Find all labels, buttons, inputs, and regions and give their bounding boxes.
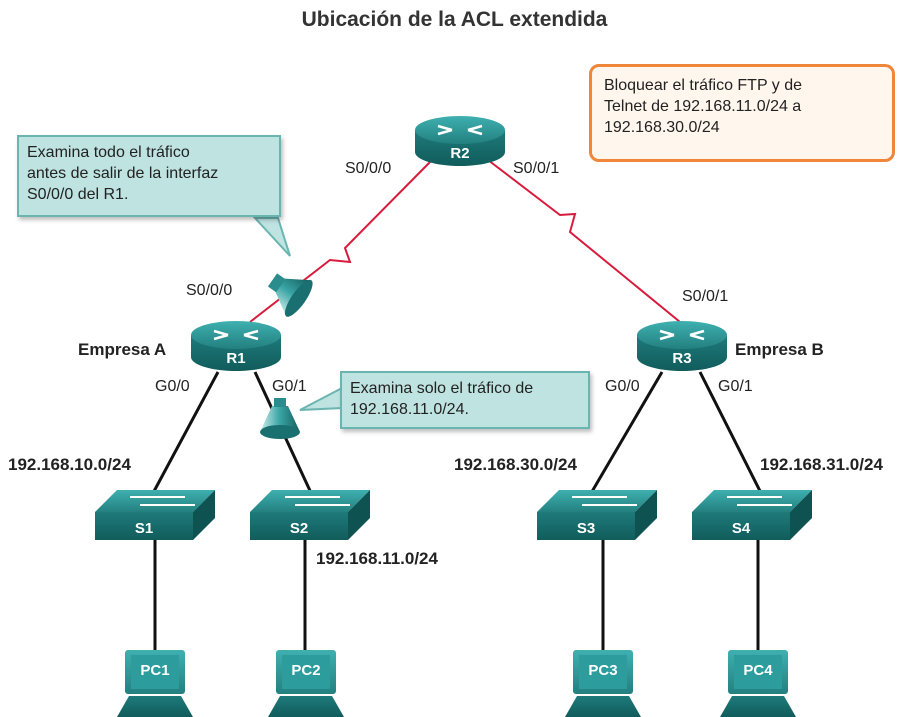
switch-label-s1: S1 [134,520,154,537]
note-line: Bloquear el tráfico FTP y de [604,77,803,94]
callout-g01: Examina solo el tráfico de 192.168.11.0/… [340,371,590,429]
callout-line: S0/0/0 del R1. [27,186,129,203]
page-title: Ubicación de la ACL extendida [301,8,608,31]
switch-icon [95,490,215,540]
interface-label-r3-s001: S0/0/1 [682,288,729,305]
pc-label-pc4: PC4 [743,662,773,679]
callout-pointer [252,217,291,257]
note-block-policy: Bloquear el tráfico FTP y de Telnet de 1… [589,64,895,162]
switch-icon [537,490,657,540]
switch-label-s2: S2 [289,520,309,537]
acl-filter-icon [260,398,300,439]
switch-label-s3: S3 [576,520,596,537]
network-label-10: 192.168.10.0/24 [8,455,131,474]
interface-label-r3-g00: G0/0 [605,378,640,395]
network-label-30: 192.168.30.0/24 [454,455,577,474]
acl-filter-icon [267,273,313,317]
site-label-empresa-a: Empresa A [78,340,167,359]
interface-label-r1-s000: S0/0/0 [186,282,233,299]
router-label-r2: R2 [450,145,470,162]
router-label-r3: R3 [672,350,692,367]
router-icon [191,321,281,371]
callout-line: Examina todo el tráfico [27,144,190,161]
interface-label-r3-g01: G0/1 [718,378,753,395]
pc-label-pc2: PC2 [291,662,321,679]
network-label-31: 192.168.31.0/24 [760,455,883,474]
pc-label-pc3: PC3 [588,662,618,679]
pc-icon [117,650,193,717]
callout-line: 192.168.11.0/24. [350,401,469,418]
link-r3-s4 [698,371,764,496]
router-icon [415,116,505,166]
callout-r1-outbound: Examina todo el tráfico antes de salir d… [17,135,281,217]
interface-label-r2-s001: S0/0/1 [513,160,560,177]
pc-label-pc1: PC1 [140,662,170,679]
link-r3-s3 [588,371,664,496]
callout-line: Examina solo el tráfico de [350,380,534,397]
router-icon [637,321,727,371]
interface-label-r1-g01: G0/1 [272,378,307,395]
note-line: Telnet de 192.168.11.0/24 a [604,98,802,115]
pc-icon [720,650,796,717]
pc-icon [565,650,641,717]
interface-label-r2-s000: S0/0/0 [345,160,392,177]
network-label-11: 192.168.11.0/24 [316,549,438,568]
switch-label-s4: S4 [731,520,751,537]
site-label-empresa-b: Empresa B [735,340,824,359]
link-r1-s1 [150,371,220,496]
note-line: 192.168.30.0/24 [604,119,720,136]
interface-label-r1-g00: G0/0 [155,378,190,395]
pc-icon [268,650,344,717]
callout-line: antes de salir de la interfaz [27,165,219,182]
router-label-r1: R1 [226,350,246,367]
switch-icon [692,490,812,540]
switch-icon [250,490,370,540]
serial-link-r2-r3 [487,159,681,323]
